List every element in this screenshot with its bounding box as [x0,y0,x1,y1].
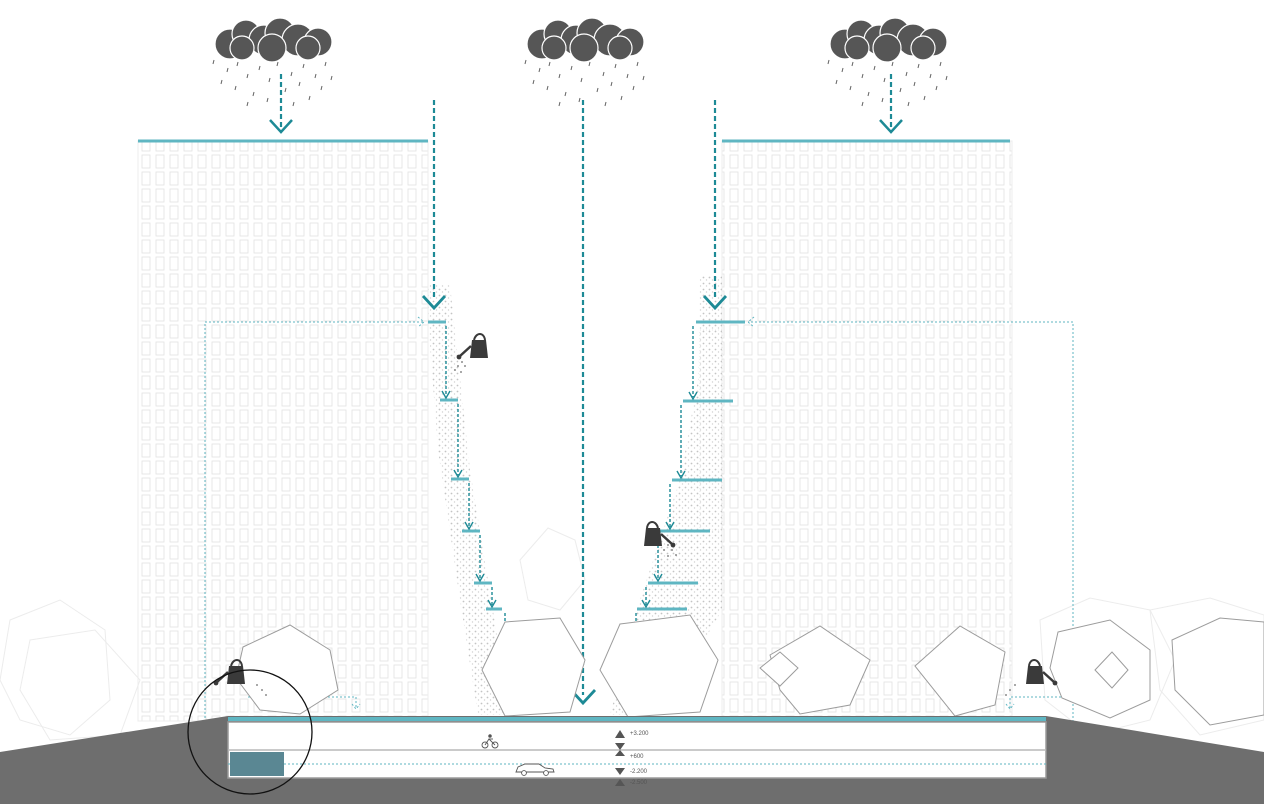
right-terrace-ledges [637,320,745,611]
cloud-icon [526,17,645,63]
water-flow-arrows [269,74,903,706]
level-parking-label: -2.200 [630,769,648,775]
cloud-icon [829,17,948,63]
right-green-cascade [610,275,722,715]
level-street-label: +600 [630,754,644,760]
level-bottom-label: -2.500 [630,780,648,786]
rain-icon [827,59,948,107]
level-marker-icon [615,730,625,786]
watering-can-icon [456,333,488,360]
car-icon [515,763,555,776]
level-top-label: +3.200 [630,731,649,737]
cloud-icon [214,17,333,63]
right-building [721,140,1013,722]
water-spray [256,361,1016,696]
watering-can-icon [1026,659,1058,686]
left-terrace-ledges [428,320,502,611]
left-building [137,140,429,722]
rain-icon [524,59,645,107]
watering-can-icon [644,521,676,548]
bicycle-icon [481,734,499,749]
detail-highlight-circle [187,669,313,795]
background-trees [0,527,1264,741]
rain-icon [212,59,333,107]
water-storage-tank [230,752,284,776]
